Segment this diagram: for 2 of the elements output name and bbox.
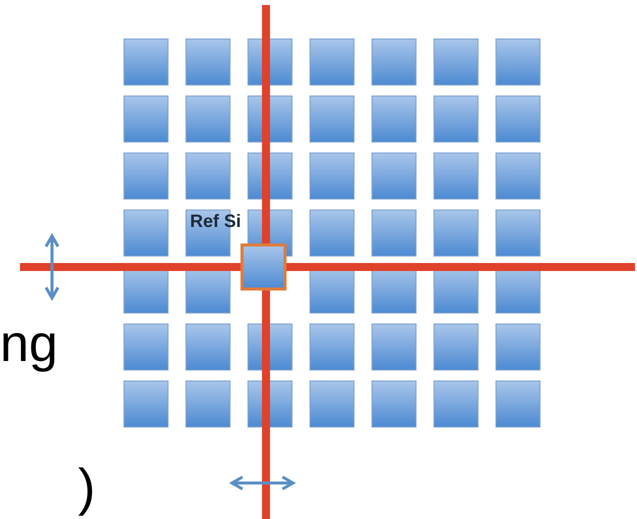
- text-fragment: ): [78, 462, 96, 514]
- text-fragment: ng: [0, 318, 58, 370]
